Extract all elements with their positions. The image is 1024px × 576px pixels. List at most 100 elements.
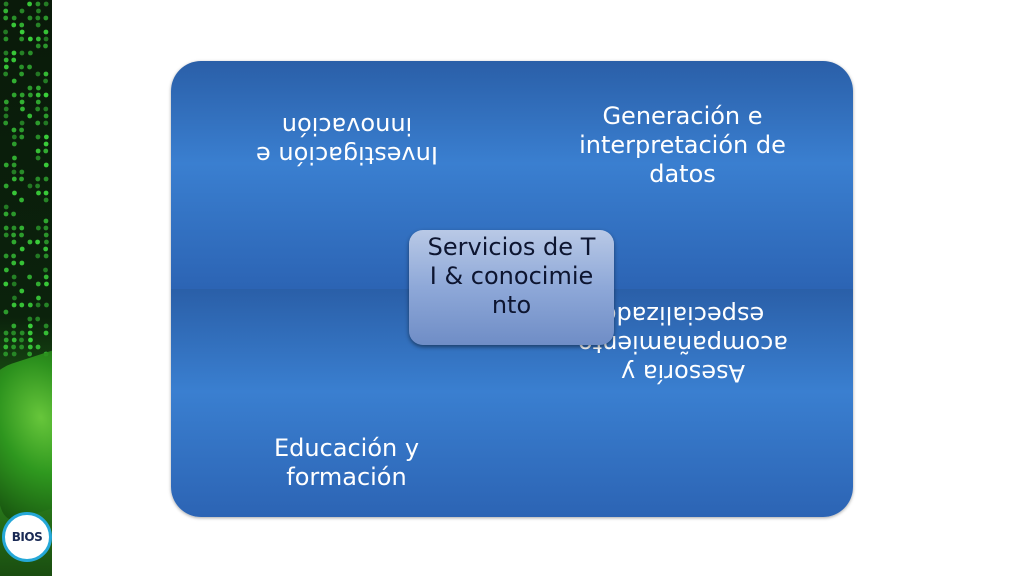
decorative-dot — [12, 155, 17, 161]
decorative-dot — [36, 295, 41, 301]
decorative-dot — [3, 183, 9, 189]
decorative-dot — [11, 239, 17, 245]
decorative-dot — [27, 239, 33, 245]
quadrant-label-generacion: Generación e interpretación de datos — [579, 101, 786, 188]
center-node-label: Servicios de TI & conocimiento — [427, 233, 596, 319]
decorative-dot — [11, 232, 17, 238]
decorative-dot — [19, 302, 25, 308]
decorative-dot — [43, 1, 49, 7]
decorative-side-strip: BIOS — [0, 0, 52, 576]
decorative-dot — [36, 8, 41, 14]
decorative-dot — [27, 36, 33, 42]
decorative-dot — [3, 204, 9, 210]
decorative-dot — [11, 141, 17, 147]
decorative-dot — [11, 176, 17, 182]
decorative-dot — [11, 274, 17, 280]
decorative-dot — [43, 15, 49, 21]
decorative-dot — [19, 176, 24, 182]
decorative-dot — [3, 309, 9, 315]
decorative-dot — [27, 316, 33, 322]
decorative-dot — [27, 64, 32, 70]
quadrant-top-right: Generación e interpretación de datos — [512, 61, 853, 289]
decorative-dot — [43, 267, 48, 273]
decorative-dot — [11, 22, 17, 28]
decorative-dot — [27, 85, 33, 91]
decorative-dot — [19, 169, 25, 175]
decorative-dot — [3, 253, 9, 259]
decorative-dot — [35, 106, 41, 112]
decorative-dot — [27, 344, 33, 350]
decorative-dot — [27, 302, 33, 308]
decorative-dot — [35, 43, 41, 49]
decorative-dot — [28, 337, 33, 343]
decorative-dot — [43, 274, 49, 280]
decorative-dot — [43, 162, 49, 168]
decorative-dot — [43, 43, 48, 49]
decorative-dot — [43, 113, 49, 119]
decorative-dot — [44, 239, 49, 245]
decorative-dot — [27, 113, 33, 119]
decorative-dot — [19, 92, 25, 98]
quadrant-label-investigacion: Investigación e innovación — [255, 112, 438, 169]
decorative-dot — [19, 50, 25, 56]
decorative-dot — [11, 92, 17, 98]
decorative-dot — [35, 225, 41, 231]
decorative-dot — [3, 162, 9, 168]
decorative-dot — [27, 183, 33, 189]
decorative-dot — [35, 344, 41, 350]
decorative-dot — [11, 57, 17, 63]
decorative-dot — [3, 8, 9, 14]
decorative-dot — [20, 106, 25, 112]
decorative-dot — [11, 78, 17, 84]
decorative-dot — [44, 281, 49, 287]
decorative-dot — [12, 295, 17, 301]
decorative-dot — [3, 225, 9, 231]
decorative-dot — [19, 134, 25, 140]
decorative-dot — [3, 36, 9, 42]
quadrant-label-educacion: Educación y formación — [273, 434, 420, 491]
decorative-dot — [3, 29, 8, 35]
decorative-dot — [27, 274, 32, 280]
decorative-dot — [27, 351, 33, 357]
decorative-dot — [27, 323, 33, 329]
decorative-dot — [35, 316, 41, 322]
decorative-dot — [19, 344, 25, 350]
decorative-dot — [11, 281, 17, 287]
decorative-dot — [11, 351, 17, 357]
decorative-dot — [19, 337, 24, 343]
decorative-dot — [43, 323, 49, 329]
decorative-dot — [27, 92, 33, 98]
decorative-dot — [43, 225, 49, 231]
decorative-dot — [19, 120, 25, 126]
decorative-dot — [43, 246, 49, 252]
decorative-dot — [35, 15, 41, 21]
decorative-dot — [44, 302, 49, 308]
decorative-dot — [11, 330, 16, 336]
decorative-dot — [35, 155, 41, 161]
decorative-dot — [35, 120, 41, 126]
decorative-dot — [3, 232, 9, 238]
decorative-dot — [3, 281, 9, 287]
decorative-dot — [35, 281, 41, 287]
decorative-dot — [43, 106, 49, 112]
logo-text: BIOS — [11, 530, 43, 544]
decorative-dot — [35, 176, 41, 182]
decorative-dot — [43, 78, 48, 84]
decorative-dot — [19, 127, 25, 133]
decorative-dot — [11, 169, 17, 175]
decorative-dot — [19, 29, 25, 35]
decorative-dot — [3, 351, 9, 357]
decorative-dot — [43, 218, 49, 224]
decorative-dot — [27, 15, 33, 21]
dot-pattern — [3, 1, 49, 357]
decorative-dot — [3, 330, 9, 336]
decorative-dot — [3, 99, 9, 105]
center-node: Servicios de TI & conocimiento — [409, 230, 614, 345]
decorative-dot — [43, 190, 49, 196]
decorative-dot — [43, 148, 49, 154]
decorative-dot — [19, 22, 25, 28]
decorative-dot — [12, 190, 17, 196]
decorative-dot — [35, 1, 41, 7]
decorative-dot — [35, 36, 41, 42]
